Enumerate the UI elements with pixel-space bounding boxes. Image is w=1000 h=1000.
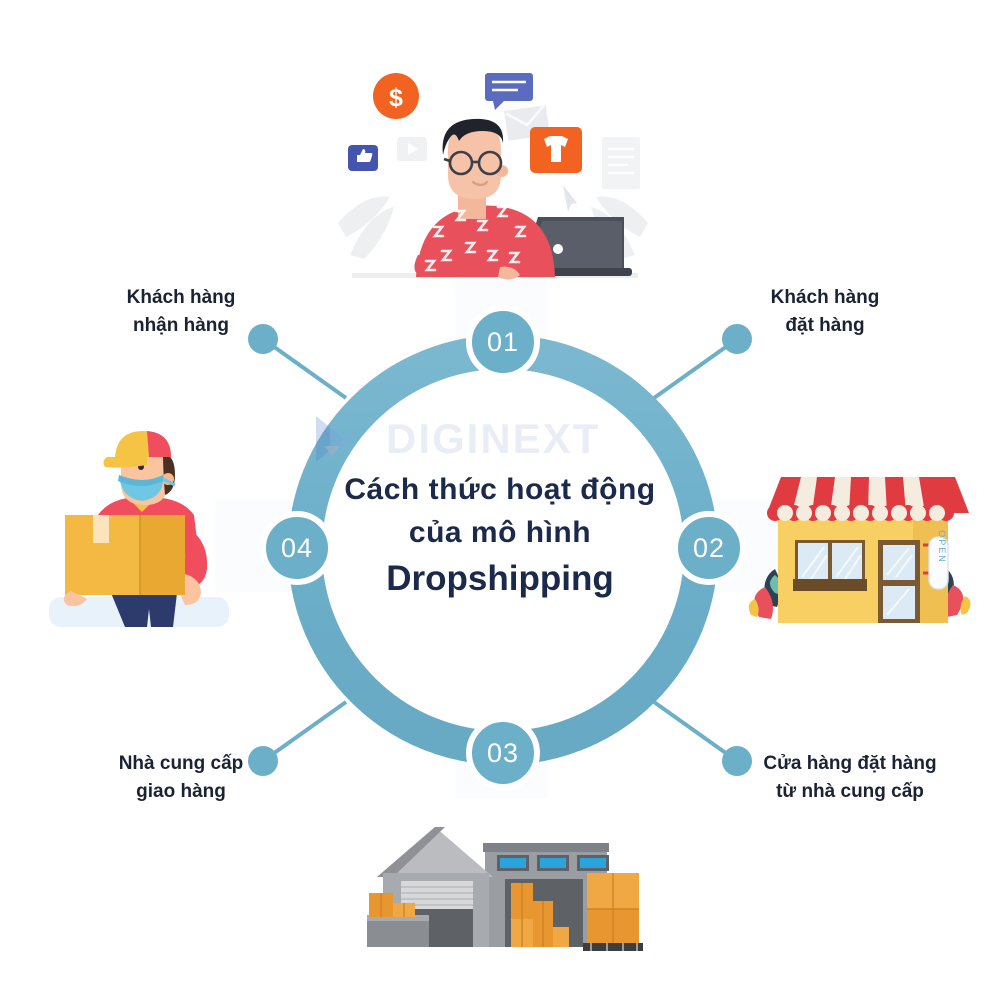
legs [111,593,177,627]
title-line-2: của mô hình [408,516,592,549]
step-badge-02[interactable]: 02 [672,511,746,585]
cap-brim [103,457,147,468]
warehouse-illustration [355,815,645,970]
label-tr-line2: đặt hàng [785,314,865,336]
label-customer-orders: Khách hàng đặt hàng [730,284,920,339]
cursor-icon [563,185,577,212]
document-icon [602,137,640,189]
connector-dot-top-left [248,324,278,354]
person-figure [414,118,555,280]
box-tape [93,515,109,543]
warehouse-windows [497,855,609,871]
connector-dots [248,324,752,776]
shop-window [793,540,867,591]
label-supplier-ships: Nhà cung cấp giao hàng [96,750,266,805]
label-bl-line2: giao hàng [136,780,226,802]
pallet [583,943,643,951]
connector-lines [261,337,739,763]
sweater-zigzag-pattern [424,205,527,272]
delivery-courier-illustration [35,415,260,640]
open-sign: OPEN [923,530,949,590]
cap-panel [147,431,171,457]
connector-line-top-right [652,337,739,400]
title-line-1: Cách thức hoạt động [344,473,656,506]
ring-inner-disc [323,370,683,730]
label-store-orders-supplier: Cửa hàng đặt hàng từ nhà cung cấp [745,750,955,805]
connector-dot-top-right [722,324,752,354]
connector-line-bottom-left [261,700,348,763]
label-br-line1: Cửa hàng đặt hàng [763,753,937,774]
thumbs-up-icon [348,145,378,171]
head [103,431,176,505]
chat-bubble-icon [485,73,533,110]
storefront-illustration: OPEN [745,455,990,645]
label-tr-line1: Khách hàng [770,287,880,308]
left-crate [367,893,429,947]
label-tl-line2: nhận hàng [132,314,230,336]
customer-at-laptop-illustration: $ [330,55,660,310]
bay-boxes [511,883,569,947]
label-customer-receives: Khách hàng nhận hàng [96,284,266,339]
label-bl-line1: Nhà cung cấp [118,753,244,774]
left-hand [63,591,87,607]
svg-text:$: $ [389,84,403,112]
play-card-icon [397,137,427,161]
cardboard-box [65,515,185,595]
step-badge-01[interactable]: 01 [466,305,540,379]
step-badge-04[interactable]: 04 [260,511,334,585]
shop-door [878,540,920,623]
dollar-coin-icon: $ [373,73,419,119]
title-line-3: Dropshipping [386,559,614,598]
label-tl-line1: Khách hàng [126,287,236,308]
pallet-stack [583,873,643,951]
connector-dot-bottom-left [248,746,278,776]
connector-line-bottom-right [652,700,739,763]
awning [767,477,969,521]
step-badge-03[interactable]: 03 [466,716,540,790]
connector-line-top-left [261,337,348,400]
warehouse-parapet [483,843,609,852]
tshirt-card-icon [530,127,582,173]
connector-dot-bottom-right [722,746,752,776]
page-title: Cách thức hoạt động của mô hình Dropship… [330,470,670,602]
open-sign-text: OPEN [937,530,947,564]
label-br-line2: từ nhà cung cấp [776,780,924,802]
